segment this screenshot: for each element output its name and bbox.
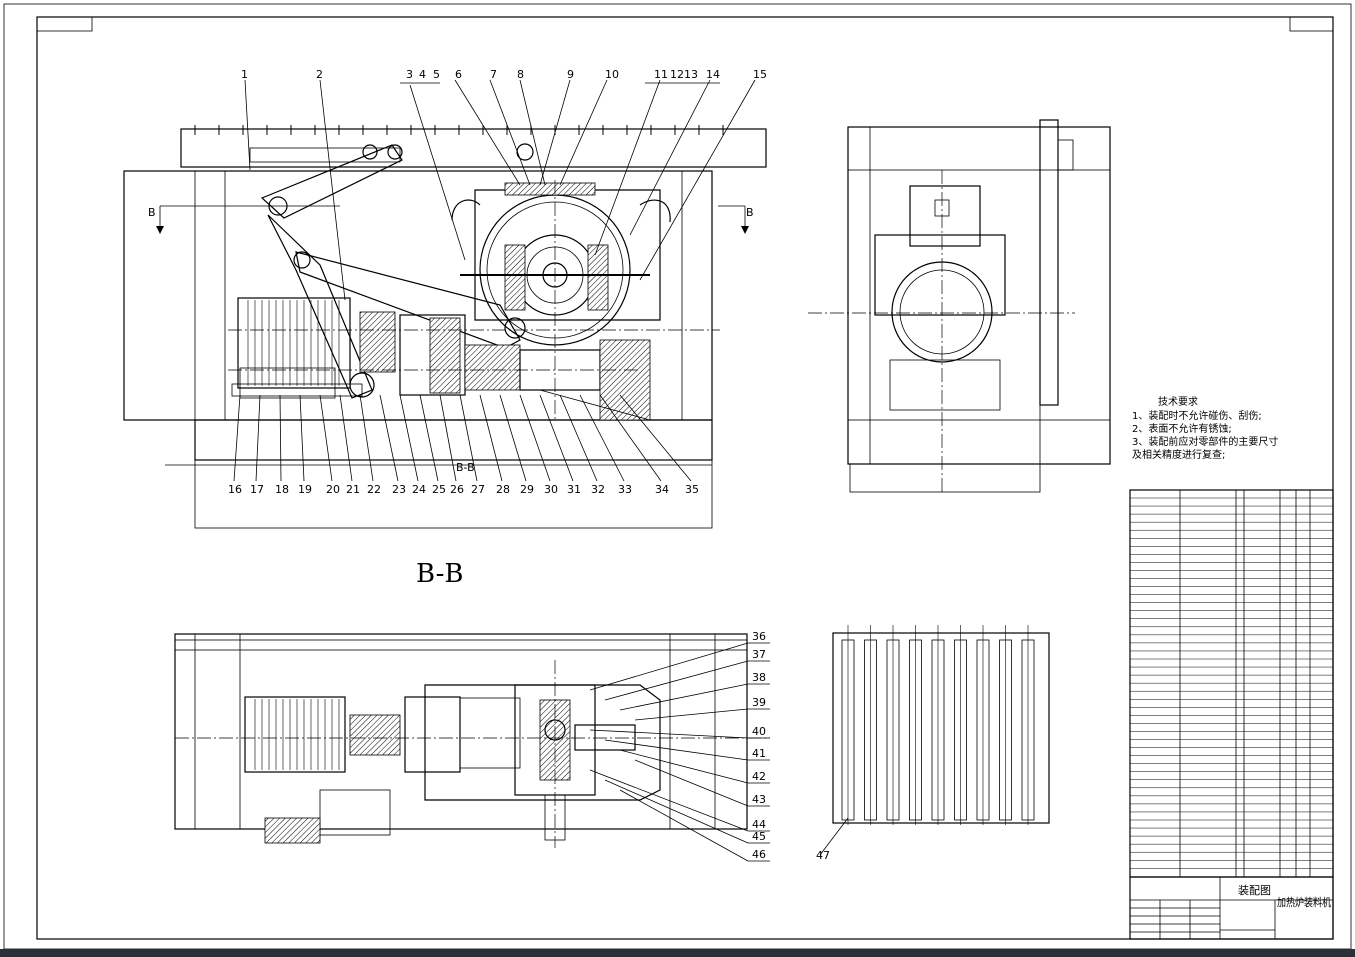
part-label-20: 20 — [326, 483, 340, 496]
part-label-37: 37 — [752, 648, 766, 661]
part-label-4: 4 — [419, 68, 426, 81]
technical-requirements: 技术要求 1、装配时不允许碰伤、刮伤; 2、表面不允许有锈蚀; 3、装配前应对零… — [1132, 395, 1278, 461]
drawing-name: 加热炉装料机 — [1277, 895, 1331, 909]
section-label-small: B-B — [456, 461, 475, 474]
part-label-42: 42 — [752, 770, 766, 783]
part-label-40: 40 — [752, 725, 766, 738]
part-label-10: 10 — [605, 68, 619, 81]
svg-text:3、装配前应对零部件的主要尺寸: 3、装配前应对零部件的主要尺寸 — [1132, 435, 1278, 448]
drawing-type: 装配图 — [1238, 884, 1271, 897]
part-label-5: 5 — [433, 68, 440, 81]
section-marker-right: B — [746, 206, 754, 219]
part-label-47: 47 — [816, 849, 830, 862]
side-view — [808, 119, 1111, 495]
part-labels-bottom: 16 17 18 19 20 21 22 23 24 25 26 27 28 29 30 31 32 33 34 35 — [228, 483, 699, 496]
part-label-18: 18 — [275, 483, 289, 496]
part-label-26: 26 — [450, 483, 464, 496]
part-label-29: 29 — [520, 483, 534, 496]
part-label-33: 33 — [618, 483, 632, 496]
part-label-39: 39 — [752, 696, 766, 709]
part-label-36: 36 — [752, 630, 766, 643]
part-label-6: 6 — [455, 68, 462, 81]
part-label-2: 2 — [316, 68, 323, 81]
part-label-9: 9 — [567, 68, 574, 81]
plan-view — [174, 633, 770, 862]
part-label-7: 7 — [490, 68, 497, 81]
grate-view — [819, 625, 1050, 856]
part-label-25: 25 — [432, 483, 446, 496]
drawing-frame — [3, 3, 1352, 950]
front-view — [123, 79, 767, 529]
part-label-8: 8 — [517, 68, 524, 81]
svg-text:及相关精度进行复查;: 及相关精度进行复查; — [1132, 448, 1225, 461]
part-label-32: 32 — [591, 483, 605, 496]
part-label-44: 44 — [752, 818, 766, 831]
part-label-38: 38 — [752, 671, 766, 684]
part-label-17: 17 — [250, 483, 264, 496]
parts-list — [1129, 489, 1334, 878]
part-label-24: 24 — [412, 483, 426, 496]
part-label-15: 15 — [753, 68, 767, 81]
part-label-35: 35 — [685, 483, 699, 496]
section-marker-left: B — [148, 206, 156, 219]
part-label-45: 45 — [752, 830, 766, 843]
part-label-46: 46 — [752, 848, 766, 861]
part-label-30: 30 — [544, 483, 558, 496]
part-label-31: 31 — [567, 483, 581, 496]
svg-text:1、装配时不允许碰伤、刮伤;: 1、装配时不允许碰伤、刮伤; — [1132, 409, 1262, 422]
part-label-16: 16 — [228, 483, 242, 496]
title-block: 装配图 加热炉装料机 — [1129, 876, 1334, 940]
svg-text:2、表面不允许有锈蚀;: 2、表面不允许有锈蚀; — [1132, 422, 1232, 435]
part-label-21: 21 — [346, 483, 360, 496]
part-label-13: 13 — [684, 68, 698, 81]
part-label-22: 22 — [367, 483, 381, 496]
part-label-23: 23 — [392, 483, 406, 496]
part-label-43: 43 — [752, 793, 766, 806]
taskbar-strip — [0, 949, 1355, 957]
section-title: B-B — [416, 559, 463, 589]
part-label-41: 41 — [752, 747, 766, 760]
part-label-11: 11 — [654, 68, 668, 81]
part-label-1: 1 — [241, 68, 248, 81]
part-label-14: 14 — [706, 68, 720, 81]
svg-text:技术要求: 技术要求 — [1158, 395, 1198, 408]
part-label-27: 27 — [471, 483, 485, 496]
part-label-3: 3 — [406, 68, 413, 81]
part-label-28: 28 — [496, 483, 510, 496]
part-label-34: 34 — [655, 483, 669, 496]
part-label-12: 12 — [670, 68, 684, 81]
part-label-19: 19 — [298, 483, 312, 496]
